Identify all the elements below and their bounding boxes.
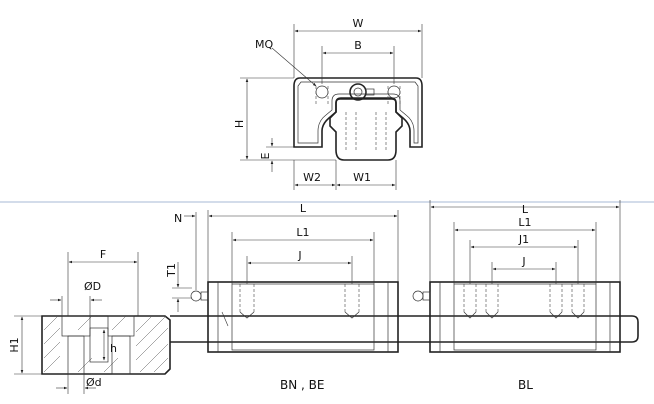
block-hidden-holes <box>239 284 360 312</box>
dim-t1-label: T1 <box>165 263 178 278</box>
dim-e-label: E <box>259 152 272 159</box>
bl-hidden-holes <box>463 284 585 312</box>
dim-h-label: H <box>233 120 246 128</box>
dim-l-mid-label: L <box>300 202 307 215</box>
dim-h1-label: H1 <box>8 337 21 352</box>
dim-od-small-label: Ød <box>86 376 102 389</box>
dim-b-label: B <box>354 39 362 52</box>
dim-w2-label: W2 <box>303 171 321 184</box>
dim-j-right-label: J <box>521 255 525 268</box>
block-mount-holes <box>315 83 401 105</box>
rail-long <box>170 315 639 343</box>
dim-w-label: W <box>353 17 364 30</box>
dim-mq-label: MQ <box>255 38 273 51</box>
block-bn-be: L N L1 J BN , BE <box>174 202 399 392</box>
dim-h-small-label: h <box>110 342 117 355</box>
end-view: W B MQ H E W2 W1 <box>233 17 423 190</box>
block-end-inner <box>297 81 419 144</box>
dim-n-label: N <box>174 212 182 225</box>
rail-hatch <box>43 315 169 373</box>
dim-f-label: F <box>100 248 106 261</box>
dim-l-right-label: L <box>522 203 529 216</box>
dim-w1-label: W1 <box>353 171 371 184</box>
dim-j1-right-label: J1 <box>518 233 529 246</box>
dim-l1-mid-label: L1 <box>296 226 309 239</box>
dim-l1-right-label: L1 <box>518 216 531 229</box>
rail-section-view: F ØD Ød H1 h T1 <box>8 248 192 394</box>
block-bl: L L1 J1 J BL <box>412 200 621 392</box>
caption-bl: BL <box>518 378 533 392</box>
rail-end-profile <box>329 98 403 161</box>
rail-hole-hidden <box>345 112 387 150</box>
dim-j-mid-label: J <box>297 249 301 262</box>
dim-od-label: ØD <box>84 280 101 293</box>
block-end-outline <box>293 77 423 148</box>
caption-bn-be: BN , BE <box>280 378 324 392</box>
